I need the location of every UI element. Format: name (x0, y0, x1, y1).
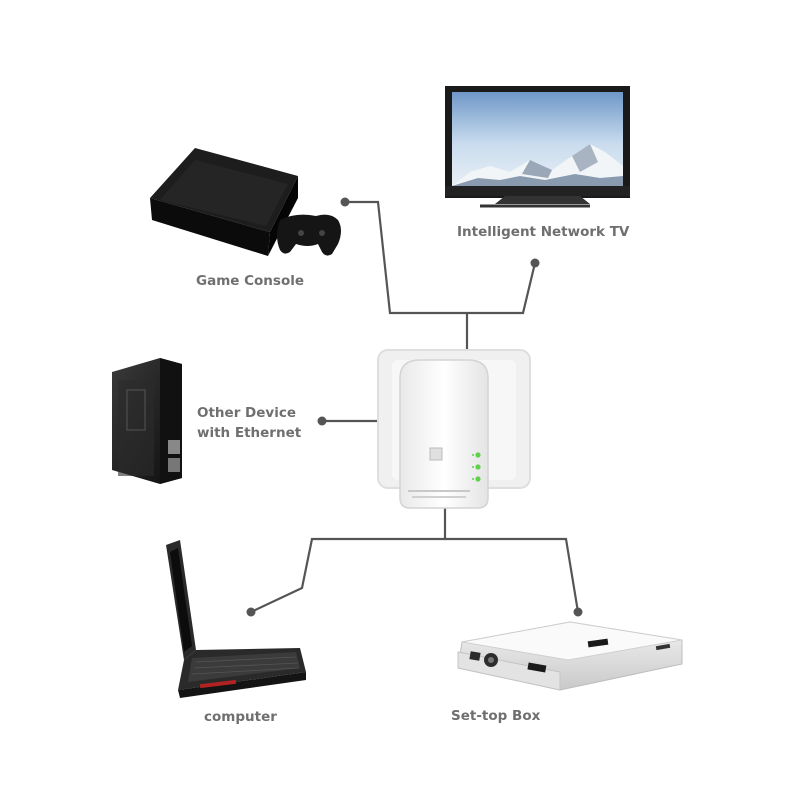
label-set-top-box: Set-top Box (451, 708, 541, 724)
other-device-image (112, 358, 182, 484)
label-other-device: Other Device with Ethernet (197, 403, 301, 443)
edge-set-top-box (445, 537, 580, 613)
label-computer: computer (204, 709, 277, 725)
label-other-device-line1: Other Device (197, 405, 297, 421)
edge-computer (250, 537, 445, 613)
edge-game-console (345, 200, 467, 315)
network-tv-image (445, 86, 630, 208)
label-game-console: Game Console (196, 273, 304, 289)
connector-dots (246, 197, 583, 617)
label-network-tv: Intelligent Network TV (457, 224, 630, 240)
label-other-device-line2: with Ethernet (197, 425, 302, 441)
edge-network-tv (467, 262, 537, 315)
game-console-image (150, 148, 341, 256)
hub-adapter-image (377, 349, 531, 509)
set-top-box-image (457, 621, 683, 691)
computer-image (166, 540, 306, 698)
connector-lines (250, 200, 580, 613)
